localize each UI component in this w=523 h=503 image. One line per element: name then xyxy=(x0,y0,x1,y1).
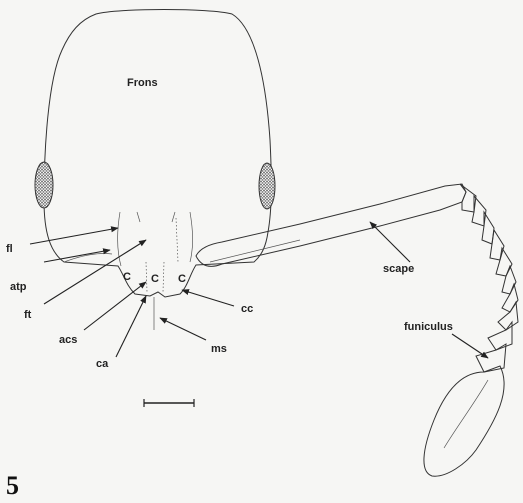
frontal-lobe-right xyxy=(190,212,193,262)
arrow-scape xyxy=(370,222,410,262)
antennal-scape xyxy=(196,184,466,266)
arrow-atp xyxy=(44,250,110,262)
label-ms: ms xyxy=(211,343,227,355)
label-c-right: C xyxy=(178,273,186,285)
label-ft: ft xyxy=(24,309,32,321)
scale-bar xyxy=(144,399,194,407)
arrow-cc xyxy=(182,290,234,306)
label-fl: fl xyxy=(6,243,13,255)
label-c-center: C xyxy=(151,273,159,285)
label-frons: Frons xyxy=(127,77,158,89)
arrow-ca xyxy=(116,296,146,357)
label-funiculus: funiculus xyxy=(404,321,453,333)
label-c-left: C xyxy=(123,271,131,283)
scape-inner-line xyxy=(210,240,300,262)
left-compound-eye xyxy=(35,162,53,208)
frontal-triangle xyxy=(137,212,175,222)
right-compound-eye xyxy=(259,163,275,209)
head-capsule-outline xyxy=(44,10,271,298)
arrow-funiculus xyxy=(452,334,488,358)
antennal-socket-left xyxy=(64,253,112,262)
figure-number: 5 xyxy=(6,471,19,500)
arrow-fl xyxy=(30,228,118,244)
arrow-acs xyxy=(84,282,146,330)
label-atp: atp xyxy=(10,281,27,293)
label-ca: ca xyxy=(96,358,109,370)
arrow-ms xyxy=(160,318,206,340)
label-cc: cc xyxy=(241,303,253,315)
label-scape: scape xyxy=(383,263,414,275)
label-acs: acs xyxy=(59,334,77,346)
